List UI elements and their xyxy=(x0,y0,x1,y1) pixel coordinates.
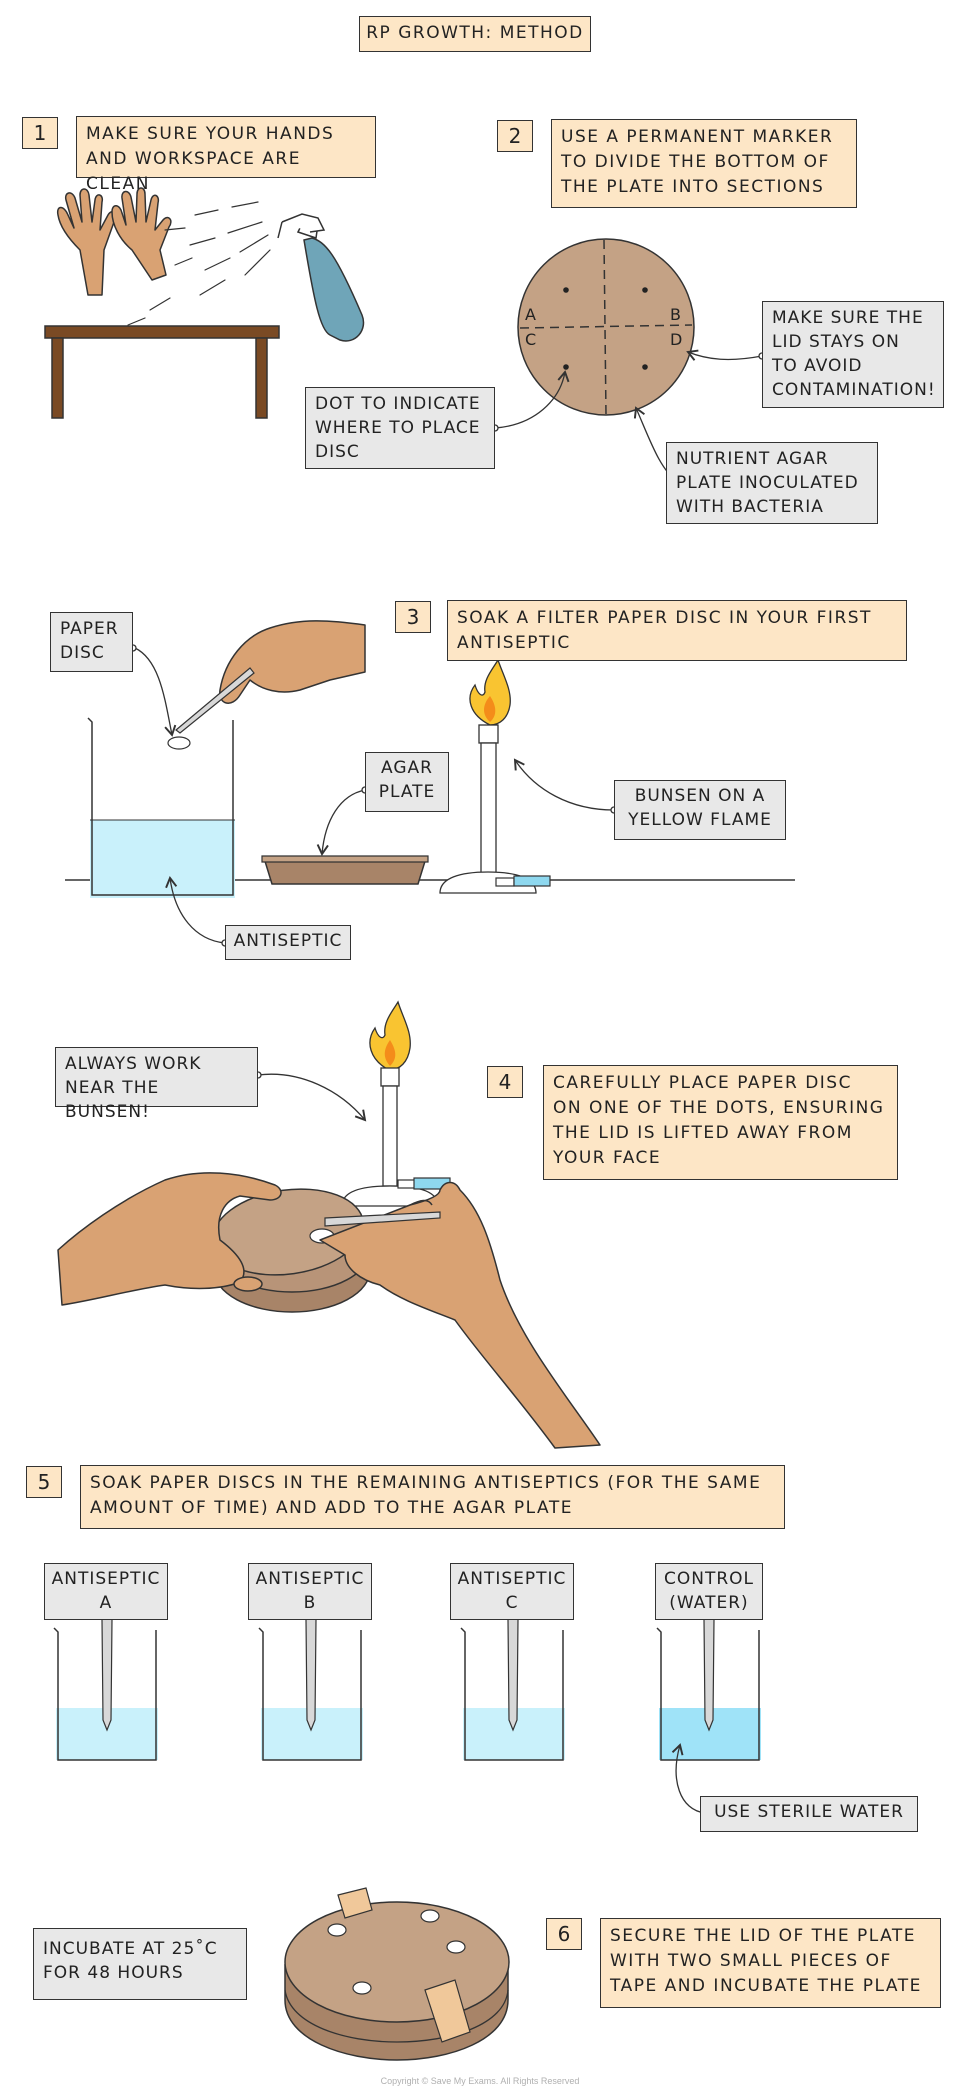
beaker-b xyxy=(258,1619,363,1761)
step-6-text: SECURE THE LID OF THE PLATE WITH TWO SMA… xyxy=(600,1918,941,2008)
step-4-number: 4 xyxy=(487,1066,523,1098)
bunsen-burner-step4 xyxy=(341,1000,451,1207)
section-d: D xyxy=(670,330,682,349)
label-dot: DOT TO INDICATE WHERE TO PLACE DISC xyxy=(305,387,495,469)
beaker-c xyxy=(460,1619,565,1761)
step-3-number: 3 xyxy=(395,601,431,633)
spray-bottle-illustration xyxy=(277,213,365,342)
antiseptic-beaker xyxy=(87,717,235,898)
label-incubate: INCUBATE AT 25˚C FOR 48 HOURS xyxy=(33,1928,247,2000)
beaker-label-control: CONTROL (WATER) xyxy=(655,1563,763,1620)
beaker-label-c: ANTISEPTIC C xyxy=(450,1563,574,1620)
step-3-text: SOAK A FILTER PAPER DISC IN YOUR FIRST A… xyxy=(447,600,907,661)
agar-plate-dish xyxy=(261,855,429,885)
label-paper-disc: PAPER DISC xyxy=(50,612,133,672)
step-6-number: 6 xyxy=(546,1918,582,1950)
copyright-notice: Copyright © Save My Exams. All Rights Re… xyxy=(380,2076,580,2086)
step-5-text: SOAK PAPER DISCS IN THE REMAINING ANTISE… xyxy=(80,1465,785,1529)
tweezers-step4 xyxy=(324,1211,441,1227)
step-2-number: 2 xyxy=(497,120,533,152)
hands-illustration xyxy=(56,187,172,296)
beaker-label-b: ANTISEPTIC B xyxy=(248,1563,372,1620)
beaker-a xyxy=(53,1619,158,1761)
section-c: C xyxy=(525,330,536,349)
label-near-bunsen: ALWAYS WORK NEAR THE BUNSEN! xyxy=(55,1047,258,1122)
hands-step4 xyxy=(57,1172,601,1449)
step4-arrows xyxy=(254,1071,367,1122)
beaker-control xyxy=(656,1619,761,1761)
step-5-number: 5 xyxy=(26,1466,62,1498)
divided-agar-plate xyxy=(517,238,695,416)
page-title: RP GROWTH: METHOD xyxy=(359,16,591,52)
section-b: B xyxy=(670,305,681,324)
section-a: A xyxy=(525,305,536,324)
taped-agar-plate xyxy=(284,1887,510,2061)
label-lid-stays-on: MAKE SURE THE LID STAYS ON TO AVOID CONT… xyxy=(762,301,944,408)
label-bunsen: BUNSEN ON A YELLOW FLAME xyxy=(614,780,786,840)
label-antiseptic: ANTISEPTIC xyxy=(225,925,351,960)
spray-mist xyxy=(127,201,271,326)
label-agar-plate: AGAR PLATE xyxy=(365,752,449,812)
plate-section-letters: A B C D xyxy=(525,305,682,349)
label-sterile-water: USE STERILE WATER xyxy=(700,1796,918,1832)
step-1-text: MAKE SURE YOUR HANDS AND WORKSPACE ARE C… xyxy=(76,116,376,194)
step-2-text: USE A PERMANENT MARKER TO DIVIDE THE BOT… xyxy=(551,119,857,208)
step-1-number: 1 xyxy=(22,117,58,149)
step-4-text: CAREFULLY PLACE PAPER DISC ON ONE OF THE… xyxy=(543,1065,898,1180)
hand-with-tweezers xyxy=(167,620,366,750)
bunsen-burner xyxy=(439,658,551,894)
table-illustration xyxy=(44,325,280,419)
beakers-row xyxy=(53,1619,761,1761)
beaker-label-a: ANTISEPTIC A xyxy=(44,1563,168,1620)
label-agar-inoculated: NUTRIENT AGAR PLATE INOCULATED WITH BACT… xyxy=(666,442,878,524)
